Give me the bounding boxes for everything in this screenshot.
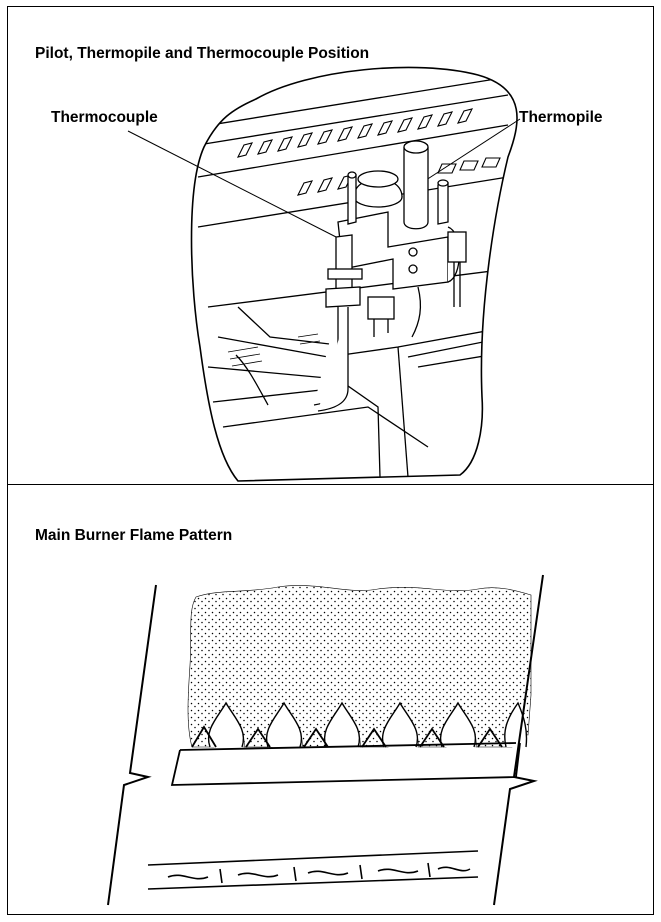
flame-cloud (187, 585, 532, 748)
thermocouple-label: Thermocouple (51, 109, 158, 126)
flame-cone (207, 701, 245, 748)
shadow-hatching (227, 333, 321, 367)
pilot-supply-line (367, 231, 467, 338)
pilot-assembly-illustration (127, 66, 521, 482)
thermopile-leader-line (422, 118, 521, 183)
burner-flame-illustration (107, 574, 544, 906)
burner-panel-title: Main Burner Flame Pattern (35, 527, 233, 544)
flame-cone (381, 701, 419, 748)
flame-cones (207, 701, 528, 748)
flame-cone (265, 701, 303, 748)
flame-cone (439, 701, 477, 748)
flame-cone (323, 701, 361, 748)
pilot-hood (353, 170, 403, 208)
igniter-electrode (437, 179, 449, 225)
flame-cone (504, 701, 528, 748)
thermopile (403, 140, 429, 230)
pilot-assembly-panel: Pilot, Thermopile and Thermocouple Posit… (7, 6, 654, 485)
cutaway-outline (190, 66, 518, 482)
pilot-panel-title: Pilot, Thermopile and Thermocouple Posit… (35, 45, 370, 62)
thermopile-label: Thermopile (519, 109, 603, 126)
burner-flame-panel: Main Burner Flame Pattern (7, 484, 654, 915)
burner-slot-ports (236, 108, 501, 196)
lower-rail (147, 850, 479, 890)
burner-tube (170, 725, 521, 786)
thermocouple-leader-line (127, 130, 341, 240)
thermocouple (313, 234, 363, 412)
pilot-burner (347, 171, 357, 225)
burner-enclosure (107, 574, 544, 906)
